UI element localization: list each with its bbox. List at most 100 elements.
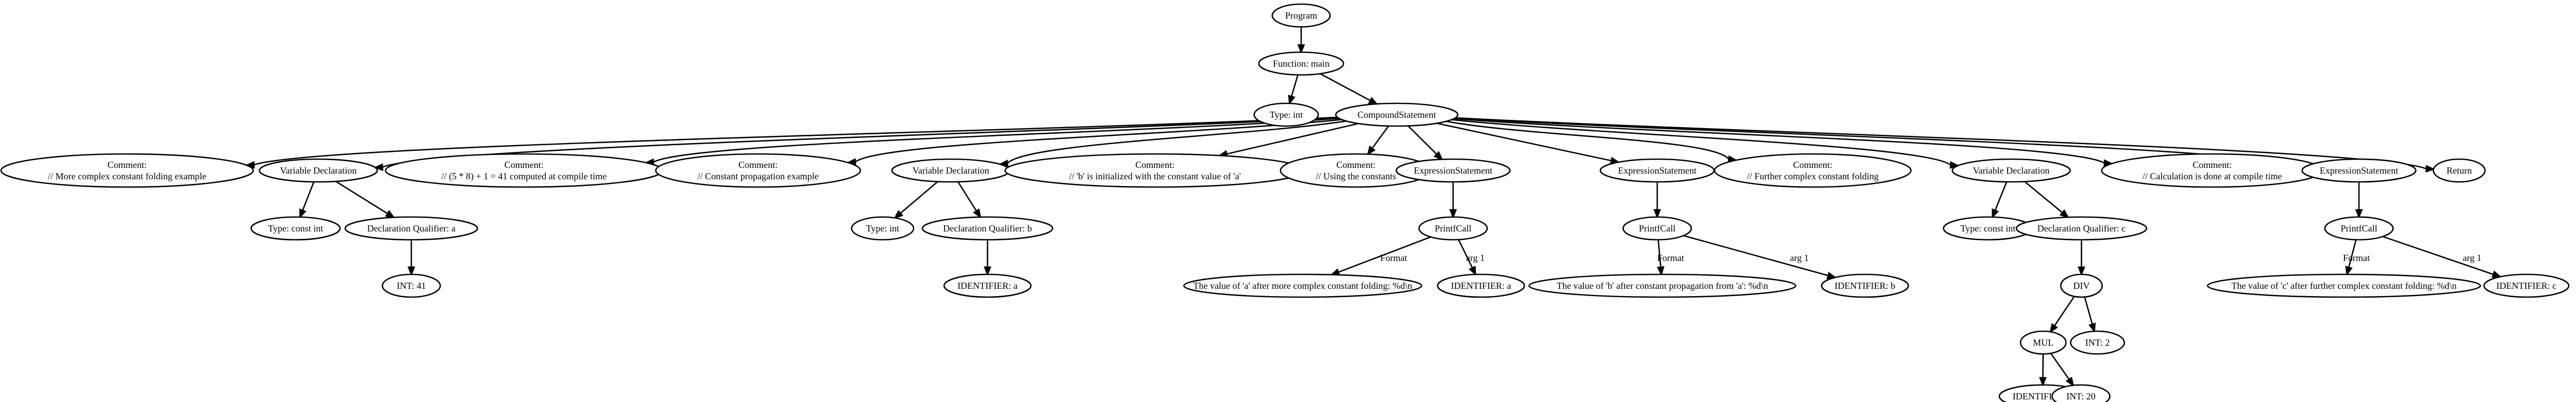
- node-label: Comment:: [2193, 160, 2232, 170]
- node-label: INT: 20: [2066, 391, 2096, 401]
- node-printf-2: PrintfCall: [1622, 216, 1692, 241]
- node-identifier-c: IDENTIFIER: c: [2483, 273, 2570, 298]
- arrowhead-icon: [2059, 209, 2070, 219]
- edge-printf-2-to-identifier-b: arg 1: [1683, 235, 1837, 280]
- edge-line: [253, 116, 1338, 166]
- arrowhead-icon: [2491, 270, 2502, 278]
- edge-expr-stmt-2-to-printf-2: [1653, 182, 1661, 219]
- node-shape: [655, 153, 861, 188]
- node-identifier-a-2: IDENTIFIER: a: [1437, 273, 1525, 298]
- node-type-int-main: Type: int: [1253, 102, 1319, 127]
- node-label: Variable Declaration: [913, 165, 989, 176]
- node-compound-statement: CompoundStatement: [1335, 102, 1459, 127]
- edge-label: arg 1: [1790, 253, 1809, 263]
- node-label: Function: main: [1273, 58, 1330, 69]
- node-program: Program: [1271, 3, 1331, 28]
- node-shape: [2301, 158, 2417, 183]
- node-label: The value of 'c' after further complex c…: [2231, 281, 2457, 291]
- node-function-main: Function: main: [1258, 51, 1345, 76]
- node-comment-4: Comment:// 'b' is initialized with the c…: [1004, 153, 1306, 188]
- arrowhead-icon: [407, 266, 415, 276]
- node-label: Comment:: [1793, 160, 1832, 170]
- node-comment-6: Comment:// Further complex constant fold…: [1714, 153, 1912, 188]
- edge-line: [1338, 236, 1431, 273]
- node-format-3: The value of 'c' after further complex c…: [2207, 273, 2481, 298]
- node-shape: [943, 273, 1032, 298]
- node-comment-5: Comment:// Using the constants: [1279, 153, 1432, 188]
- edge-line: [900, 181, 938, 214]
- edge-decl-qualifier-a-to-int-41: [407, 240, 415, 276]
- node-shape: [258, 158, 378, 183]
- edge-printf-1-to-format-1: Format: [1330, 236, 1431, 276]
- node-expr-stmt-2: ExpressionStatement: [1599, 158, 1715, 183]
- node-decl-qualifier-b: Declaration Qualifier: b: [921, 216, 1054, 241]
- edge-div-to-int-2: [2084, 297, 2096, 333]
- arrowhead-icon: [2088, 322, 2096, 333]
- node-shape: [2060, 273, 2103, 298]
- node-shape: [1714, 153, 1912, 188]
- node-label: Type: int: [1270, 110, 1303, 120]
- arrowhead-icon: [2039, 377, 2047, 387]
- node-label: IDENTIFIER: c: [2496, 281, 2556, 291]
- node-shape: [921, 216, 1054, 241]
- edge-expr-stmt-1-to-printf-1: [1449, 182, 1457, 219]
- edge-function-main-to-compound-statement: [1320, 73, 1379, 105]
- node-shape: [1004, 153, 1306, 188]
- node-label: // Constant propagation example: [698, 171, 819, 181]
- node-label: PrintfCall: [2341, 223, 2378, 234]
- node-identifier-a-1: IDENTIFIER: a: [943, 273, 1032, 298]
- node-label: ExpressionStatement: [2320, 165, 2398, 176]
- edge-line: [2050, 353, 2070, 380]
- edge-compound-statement-to-expr-stmt-2: [1437, 122, 1621, 165]
- node-shape: [1395, 158, 1511, 183]
- arrowhead-icon: [1469, 266, 1476, 276]
- node-label: IDENTIFIER: a: [958, 281, 1017, 291]
- node-label: Comment:: [738, 160, 778, 170]
- edge-var-decl-c-to-type-const-int-c: [1992, 181, 2008, 219]
- edge-line: [1320, 73, 1371, 101]
- node-shape: [1437, 273, 1525, 298]
- edge-mul-to-int-20: [2050, 353, 2075, 387]
- node-label: Type: const int: [268, 223, 323, 234]
- edge-line: [653, 117, 1339, 163]
- edge-compound-statement-to-expr-stmt-1: [1407, 125, 1443, 161]
- node-label: Variable Declaration: [1973, 165, 2049, 176]
- arrowhead-icon: [973, 208, 981, 219]
- arrowhead-icon: [1657, 266, 1664, 276]
- edge-line: [2382, 236, 2494, 275]
- edge-line: [335, 180, 388, 214]
- edge-div-to-mul: [2049, 296, 2075, 334]
- edge-var-decl-a-to-decl-qualifier-a: [335, 180, 395, 219]
- node-shape: [1258, 51, 1345, 76]
- node-shape: [344, 216, 479, 241]
- node-label: Variable Declaration: [280, 165, 357, 176]
- node-label: MUL: [2033, 337, 2054, 348]
- node-label: IDENTIFIER: a: [1451, 281, 1511, 291]
- node-label: Comment:: [1336, 160, 1376, 170]
- edge-line: [1407, 125, 1438, 155]
- edge-line: [302, 181, 315, 211]
- arrowhead-icon: [1653, 209, 1661, 219]
- node-label: PrintfCall: [1639, 223, 1676, 234]
- node-label: IDENTIFIER: b: [1834, 281, 1895, 291]
- node-int-41: INT: 41: [381, 273, 441, 298]
- node-shape: [1253, 102, 1319, 127]
- node-return: Return: [2432, 158, 2486, 183]
- node-shape: [2051, 384, 2111, 402]
- node-label: // (5 * 8) + 1 = 41 computed at compile …: [441, 171, 607, 182]
- edge-line: [2054, 296, 2075, 327]
- node-shape: [2483, 273, 2570, 298]
- node-expr-stmt-1: ExpressionStatement: [1395, 158, 1511, 183]
- node-label: // 'b' is initialized with the constant …: [1069, 171, 1241, 181]
- node-comment-3: Comment:// Constant propagation example: [655, 153, 861, 188]
- arrowhead-icon: [1368, 97, 1379, 105]
- node-label: Program: [1285, 10, 1317, 21]
- edge-printf-1-to-identifier-a-2: arg 1: [1458, 239, 1485, 276]
- node-label: ExpressionStatement: [1414, 165, 1492, 176]
- node-label: INT: 2: [2085, 337, 2110, 348]
- arrowhead-icon: [2065, 377, 2075, 387]
- node-shape: [0, 153, 254, 188]
- node-shape: [1418, 216, 1488, 241]
- edge-decl-qualifier-b-to-identifier-a-1: [983, 240, 992, 276]
- node-expr-stmt-3: ExpressionStatement: [2301, 158, 2417, 183]
